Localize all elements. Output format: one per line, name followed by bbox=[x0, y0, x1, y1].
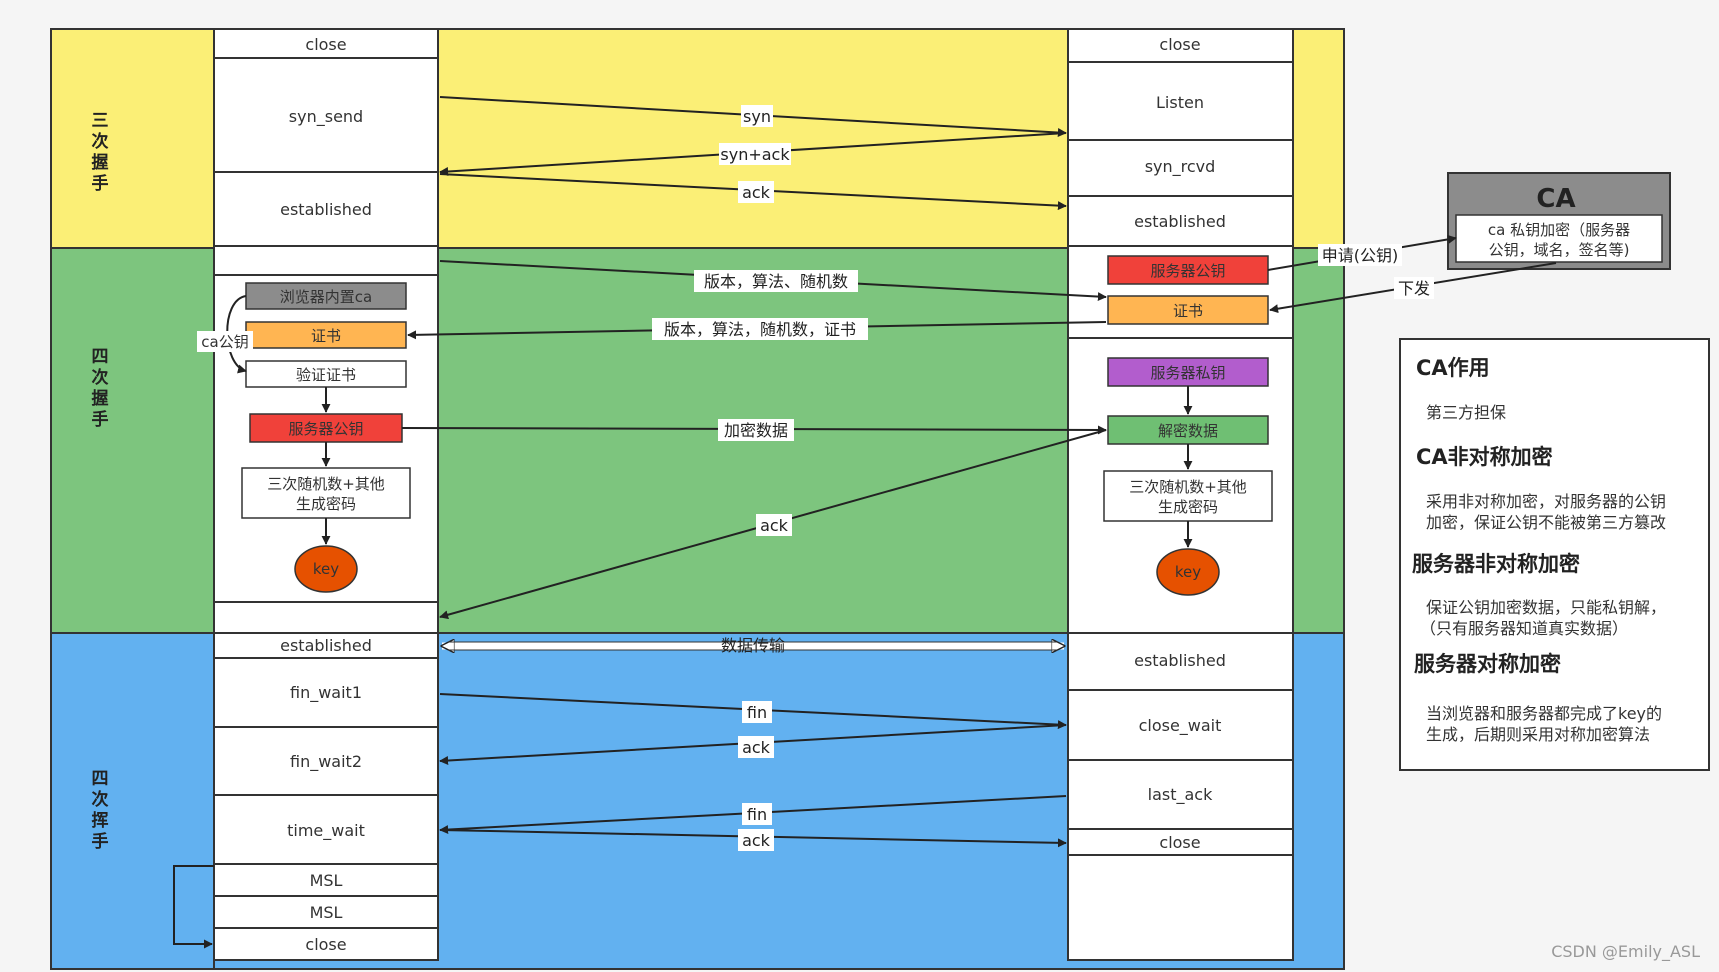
notes-text-server-asym-1: 保证公钥加密数据，只能私钥解， bbox=[1426, 598, 1666, 617]
notes-heading-ca-role: CA作用 bbox=[1416, 356, 1490, 380]
client-builtin-ca-label: 浏览器内置ca bbox=[280, 288, 372, 306]
notes-box bbox=[1399, 338, 1710, 771]
client-state-fin-wait2: fin_wait2 bbox=[290, 752, 362, 772]
server-state-established-1: established bbox=[1134, 212, 1226, 231]
fin1-label: fin bbox=[747, 703, 767, 722]
server-pubkey-label: 服务器公钥 bbox=[1150, 262, 1225, 280]
client-verify-label: 验证证书 bbox=[296, 366, 356, 384]
notes-text-server-asym-2: （只有服务器知道真实数据） bbox=[1420, 619, 1628, 638]
ack3-label-bg bbox=[738, 736, 774, 758]
server-certificate-label: 证书 bbox=[1173, 302, 1203, 320]
syn-label: syn bbox=[743, 107, 771, 126]
ca-pubkey-label-bg bbox=[197, 331, 253, 352]
server-privkey-label: 服务器私钥 bbox=[1150, 364, 1225, 382]
server-pubkey-box bbox=[1107, 255, 1269, 285]
fin2-label: fin bbox=[747, 805, 767, 824]
ack1-label-bg bbox=[738, 181, 774, 203]
syn-label-bg bbox=[741, 105, 773, 127]
client-builtin-ca-box bbox=[245, 282, 407, 310]
ca-issue-label: 下发 bbox=[1398, 279, 1430, 298]
fin2-label-bg bbox=[742, 803, 772, 825]
notes-heading-server-sym: 服务器对称加密 bbox=[1414, 652, 1561, 676]
client-gen-key-line1: 三次随机数+其他 bbox=[267, 475, 385, 493]
notes-text-ca-asym-1: 采用非对称加密，对服务器的公钥 bbox=[1426, 492, 1666, 511]
notes-text-server-sym-1: 当浏览器和服务器都完成了key的 bbox=[1426, 704, 1662, 723]
client-hello-label: 版本，算法、随机数 bbox=[704, 272, 848, 291]
client-state-established-2: established bbox=[280, 636, 372, 655]
syn-ack-label-bg bbox=[719, 143, 791, 165]
ca-pubkey-label: ca公钥 bbox=[201, 333, 248, 351]
server-state-close-bottom: close bbox=[1159, 833, 1200, 852]
client-state-established-1: established bbox=[280, 200, 372, 219]
wave-band-label: 四次挥手 bbox=[92, 769, 109, 852]
ack4-label-bg bbox=[738, 829, 774, 851]
ca-apply-label-bg bbox=[1318, 244, 1402, 266]
client-server-pubkey-label: 服务器公钥 bbox=[288, 420, 363, 438]
ack3-label: ack bbox=[742, 738, 771, 757]
server-state-syn-rcvd: syn_rcvd bbox=[1145, 157, 1216, 177]
server-gen-key-box bbox=[1103, 470, 1273, 522]
server-key-label: key bbox=[1175, 563, 1201, 581]
client-state-msl-1: MSL bbox=[310, 871, 343, 890]
notes-text-ca-asym-2: 加密，保证公钥不能被第三方篡改 bbox=[1426, 513, 1666, 532]
ack2-label: ack bbox=[760, 516, 789, 535]
ca-inner-line2: 公钥，域名，签名等) bbox=[1489, 241, 1630, 259]
watermark: CSDN @Emily_ASL bbox=[1551, 942, 1700, 962]
client-gen-key-line2: 生成密码 bbox=[296, 495, 356, 513]
server-state-established-2: established bbox=[1134, 651, 1226, 670]
client-certificate-label: 证书 bbox=[311, 327, 341, 345]
fin1-label-bg bbox=[742, 701, 772, 723]
client-gen-key-box bbox=[241, 467, 411, 519]
notes-heading-ca-asym: CA非对称加密 bbox=[1416, 445, 1553, 469]
ca-issue-label-bg bbox=[1394, 277, 1434, 299]
encrypted-data-label: 加密数据 bbox=[724, 421, 788, 440]
server-state-close-top: close bbox=[1159, 35, 1200, 54]
ack4-label: ack bbox=[742, 831, 771, 850]
server-key-circle bbox=[1156, 548, 1220, 596]
server-hello-label-bg bbox=[652, 318, 868, 340]
server-state-last-ack: last_ack bbox=[1148, 785, 1213, 805]
notes-heading-server-asym: 服务器非对称加密 bbox=[1412, 552, 1580, 576]
server-gen-key-line2: 生成密码 bbox=[1158, 498, 1218, 516]
server-state-listen: Listen bbox=[1156, 93, 1204, 112]
ca-title: CA bbox=[1536, 184, 1575, 214]
server-hello-label: 版本，算法，随机数，证书 bbox=[664, 320, 856, 339]
server-decrypt-label: 解密数据 bbox=[1158, 422, 1218, 440]
tls-band-label: 四次握手 bbox=[92, 347, 109, 430]
ca-inner-line1: ca 私钥加密（服务器 bbox=[1488, 221, 1630, 239]
data-transfer-label: 数据传输 bbox=[721, 636, 785, 655]
notes-text-ca-role: 第三方担保 bbox=[1426, 403, 1506, 422]
client-state-fin-wait1: fin_wait1 bbox=[290, 683, 362, 703]
encrypted-data-label-bg bbox=[718, 419, 794, 441]
client-state-time-wait: time_wait bbox=[287, 821, 365, 841]
client-state-msl-2: MSL bbox=[310, 903, 343, 922]
ack1-label: ack bbox=[742, 183, 771, 202]
ca-apply-label: 申请(公钥) bbox=[1322, 246, 1399, 265]
server-gen-key-line1: 三次随机数+其他 bbox=[1129, 478, 1247, 496]
msl-loop-connector bbox=[173, 865, 214, 949]
ack2-label-bg bbox=[756, 514, 792, 536]
client-key-circle bbox=[294, 545, 358, 593]
client-state-syn-send: syn_send bbox=[289, 107, 363, 127]
client-state-close-bottom: close bbox=[305, 935, 346, 954]
server-privkey-box bbox=[1107, 357, 1269, 387]
server-certificate-box bbox=[1107, 295, 1269, 325]
client-key-label: key bbox=[313, 560, 339, 578]
notes-text-server-sym-2: 生成，后期则采用对称加密算法 bbox=[1426, 725, 1650, 744]
syn-ack-label: syn+ack bbox=[720, 145, 790, 164]
server-state-close-wait: close_wait bbox=[1139, 716, 1222, 736]
handshake-band-label: 三次握手 bbox=[92, 111, 109, 194]
client-state-close-top: close bbox=[305, 35, 346, 54]
client-hello-label-bg bbox=[694, 270, 858, 292]
